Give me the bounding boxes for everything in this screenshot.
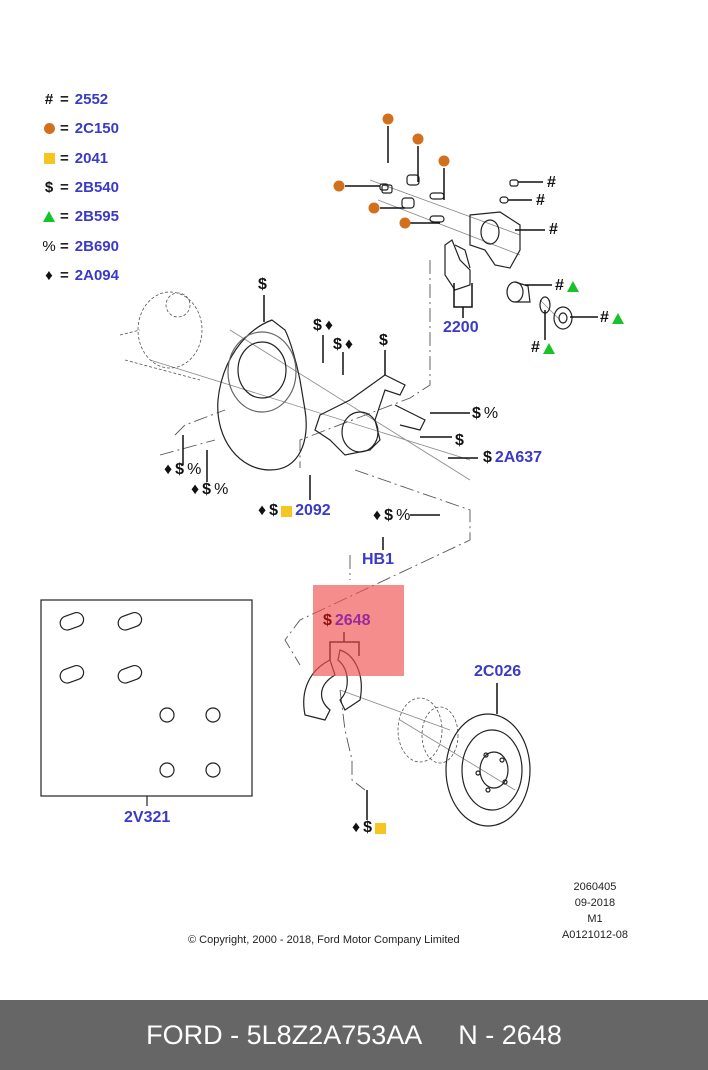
annotation-dollar-percent: $%	[472, 405, 499, 422]
callout-2200[interactable]: 2200	[443, 319, 479, 336]
callout-2648-highlighted[interactable]: $2648	[323, 612, 371, 629]
knuckle-drawing	[314, 374, 426, 456]
highlighted-part-box	[313, 585, 404, 676]
copyright: © Copyright, 2000 - 2018, Ford Motor Com…	[188, 934, 460, 946]
annotation-diamond-dollar-percent: ♦$%	[191, 481, 229, 498]
annotation-dollar: $	[258, 276, 267, 293]
dust-shield-drawing	[217, 319, 307, 471]
slide-pins-drawing	[379, 174, 519, 223]
callout-2C026[interactable]: 2C026	[474, 663, 522, 680]
dollar-icon: $	[44, 178, 54, 196]
legend-code[interactable]: 2041	[74, 149, 109, 167]
legend-row: ♦ = 2A094	[42, 265, 119, 285]
hash-icon: #	[44, 90, 54, 108]
yellow-square-icon	[375, 822, 387, 834]
legend-code[interactable]: 2A094	[74, 266, 119, 284]
leader-lines	[182, 126, 598, 820]
orange-circle-icons	[333, 113, 450, 229]
assembly-centerlines	[159, 260, 471, 791]
legend-code[interactable]: 2552	[74, 90, 109, 108]
meta-illustration-id: A0121012-08	[561, 929, 628, 941]
legend-code[interactable]: 2B595	[74, 207, 119, 225]
piston-drawing	[506, 281, 573, 330]
diamond-icon: ♦	[45, 266, 53, 284]
meta-date: 09-2018	[574, 897, 616, 909]
annotation-hash-triangle: #	[531, 339, 555, 357]
annotation-diamond-dollar-square: ♦$	[352, 819, 387, 837]
legend-row: = 2B595	[42, 206, 119, 226]
footer-bar: FORD - 5L8Z2A753AA N - 2648	[0, 1000, 708, 1070]
annotation-hash: #	[547, 174, 556, 191]
meta-revision: M1	[587, 913, 603, 925]
hub-outline	[119, 291, 459, 764]
callout-HB1[interactable]: HB1	[362, 551, 395, 568]
rotor-drawing	[445, 713, 531, 827]
green-triangle-icon	[542, 342, 555, 354]
caliper-drawing	[469, 211, 521, 269]
exploded-view-drawing	[40, 113, 598, 827]
annotation-diamond-dollar-percent: ♦$%	[164, 461, 202, 478]
yellow-square-icon	[281, 505, 293, 517]
annotation-hash-triangle: #	[600, 309, 624, 327]
callout-2092[interactable]: ♦$2092	[258, 502, 331, 519]
percent-icon: %	[42, 237, 56, 255]
annotation-dollar: $	[455, 432, 464, 449]
diagram-meta: 2060405 09-2018 M1 A0121012-08	[562, 879, 628, 943]
yellow-square-icon	[42, 152, 56, 164]
callout-2A637[interactable]: $2A637	[483, 449, 543, 466]
reference-label: N - 2648	[458, 1019, 562, 1050]
annotation-dollar-diamond: $♦	[333, 336, 354, 353]
legend-row: = 2041	[42, 148, 108, 168]
legend-code[interactable]: 2B540	[74, 178, 119, 196]
green-triangle-icon	[42, 210, 56, 222]
annotation-dollar: $	[379, 332, 388, 349]
legend-code[interactable]: 2B690	[74, 237, 119, 255]
brake-pad-drawing	[444, 239, 471, 291]
legend-row: # = 2552	[42, 89, 108, 109]
annotation-hash-triangle: #	[555, 277, 579, 295]
parts-diagram: # = 2552 = 2C150 = 2041 $ = 2B540 = 2B59…	[40, 89, 628, 946]
legend-code[interactable]: 2C150	[74, 119, 119, 137]
annotation-diamond-dollar-percent: ♦$%	[373, 507, 411, 524]
kit-parts-drawing	[59, 612, 221, 778]
legend-row: = 2C150	[42, 118, 119, 138]
legend-row: % = 2B690	[42, 237, 119, 255]
green-triangle-icon	[566, 280, 579, 292]
callout-2V321[interactable]: 2V321	[124, 809, 171, 826]
legend-row: $ = 2B540	[42, 177, 119, 197]
part-number-label: FORD - 5L8Z2A753AA	[146, 1019, 423, 1050]
annotation-hash: #	[536, 192, 545, 209]
kit-box	[40, 599, 253, 797]
annotation-hash: #	[549, 221, 558, 238]
meta-code: 2060405	[573, 881, 617, 893]
orange-circle-icon	[42, 122, 56, 134]
green-triangle-icon	[611, 312, 624, 324]
annotation-dollar-diamond: $♦	[313, 317, 334, 334]
